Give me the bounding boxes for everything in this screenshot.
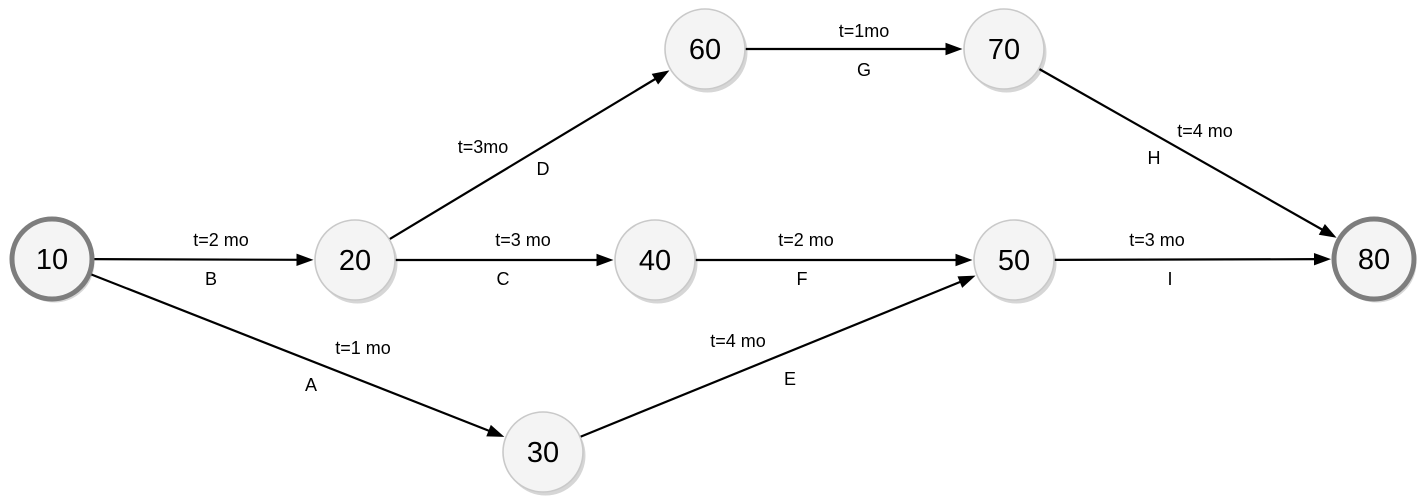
node-20[interactable]: 20 (314, 219, 398, 304)
node-circle-20[interactable] (314, 219, 396, 301)
arrowhead-icon (296, 253, 314, 267)
edge-line-h (1038, 68, 1327, 233)
arrowhead-icon (955, 253, 973, 267)
node-circle-80[interactable] (1331, 216, 1417, 302)
arrowhead-icon (486, 424, 505, 437)
edge-e (580, 275, 976, 438)
node-label-10: 10 (36, 244, 68, 276)
node-label-30: 30 (527, 437, 559, 469)
node-label-20: 20 (339, 245, 371, 277)
edge-c (395, 253, 614, 267)
node-label-80: 80 (1358, 244, 1390, 276)
edge-line-e (580, 279, 965, 438)
edge-duration-h: t=4 mo (1177, 121, 1233, 141)
node-70[interactable]: 70 (963, 8, 1047, 93)
node-40[interactable]: 40 (614, 219, 698, 304)
arrowhead-icon (596, 253, 614, 267)
edge-h (1038, 68, 1337, 238)
edge-a (90, 273, 505, 437)
edge-code-h: H (1148, 148, 1161, 168)
arrowhead-icon (1318, 223, 1337, 238)
edge-label-group-e: t=4 mo E (710, 331, 796, 389)
node-circle-10[interactable] (9, 216, 95, 302)
edge-label-group-a: t=1 mo A (305, 338, 391, 395)
edge-label-group-b: t=2 mo B (193, 230, 249, 289)
edge-b (93, 253, 314, 267)
edge-code-i: I (1167, 269, 1172, 289)
edge-duration-a: t=1 mo (335, 338, 391, 358)
node-circle-60[interactable] (664, 8, 746, 90)
edge-duration-i: t=3 mo (1129, 230, 1185, 250)
arrowhead-icon (957, 275, 976, 288)
node-60[interactable]: 60 (664, 8, 748, 93)
edge-label-group-c: t=3 mo C (495, 230, 551, 289)
edge-f (695, 253, 973, 267)
edge-duration-g: t=1mo (839, 21, 890, 41)
edge-duration-c: t=3 mo (495, 230, 551, 250)
edge-duration-f: t=2 mo (778, 230, 834, 250)
nodes-layer: 10 20 30 40 50 60 70 80 (9, 8, 1417, 496)
edge-duration-e: t=4 mo (710, 331, 766, 351)
edge-code-d: D (537, 159, 550, 179)
edge-code-g: G (857, 60, 871, 80)
edge-label-group-h: t=4 mo H (1148, 121, 1233, 168)
edge-code-c: C (497, 269, 510, 289)
node-label-40: 40 (639, 245, 671, 277)
node-10[interactable]: 10 (9, 216, 95, 303)
edge-code-b: B (205, 269, 217, 289)
edge-label-group-f: t=2 mo F (778, 230, 834, 289)
node-label-60: 60 (689, 34, 721, 66)
node-label-50: 50 (998, 245, 1030, 277)
arrowhead-icon (651, 70, 670, 85)
node-circle-50[interactable] (973, 219, 1055, 301)
edges-layer (90, 42, 1337, 438)
edge-g (745, 42, 963, 56)
edge-duration-b: t=2 mo (193, 230, 249, 250)
edge-duration-d: t=3mo (458, 137, 509, 157)
node-circle-30[interactable] (502, 411, 584, 493)
edge-code-a: A (305, 375, 317, 395)
node-30[interactable]: 30 (502, 411, 586, 496)
node-80[interactable]: 80 (1331, 216, 1417, 303)
edge-code-f: F (797, 269, 808, 289)
edge-line-d (389, 75, 660, 241)
edge-line-a (90, 273, 494, 434)
edge-i (1054, 252, 1332, 266)
arrowhead-icon (945, 42, 963, 56)
edge-label-group-i: t=3 mo I (1129, 230, 1185, 289)
node-circle-40[interactable] (614, 219, 696, 301)
edge-code-e: E (784, 369, 796, 389)
edge-line-i (1054, 258, 1319, 261)
edge-d (389, 70, 670, 241)
arrowhead-icon (1313, 252, 1332, 266)
node-50[interactable]: 50 (973, 219, 1057, 304)
node-label-70: 70 (988, 34, 1020, 66)
edge-line-b (93, 258, 302, 261)
node-circle-70[interactable] (963, 8, 1045, 90)
